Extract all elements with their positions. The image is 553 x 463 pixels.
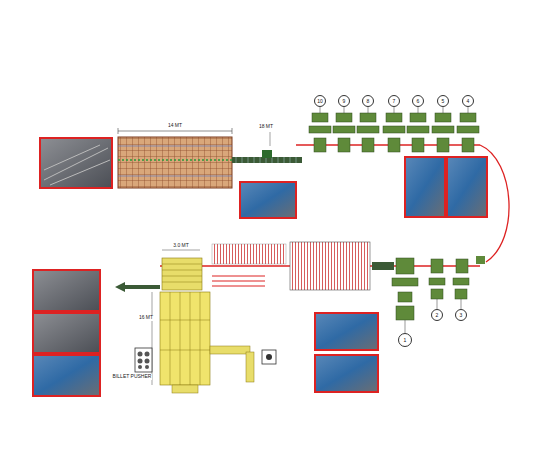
stand-number-circle: 2 — [431, 309, 443, 321]
callout-number: 4 — [467, 99, 470, 104]
stand-number-circle: 1 — [398, 333, 412, 347]
dimension-label: 3.0 MT — [172, 243, 190, 249]
callout-number: 2 — [436, 313, 439, 318]
callout-number: 6 — [417, 99, 420, 104]
stand-number-circle: 10 — [314, 95, 326, 107]
callout-number: 10 — [317, 99, 323, 104]
stand-number-circle: 8 — [362, 95, 374, 107]
dimension-label: 14 MT — [167, 123, 183, 129]
dimension-label: 16 MT — [138, 315, 154, 321]
callout-number: 5 — [442, 99, 445, 104]
stand-number-circle: 5 — [437, 95, 449, 107]
callout-number: 7 — [393, 99, 396, 104]
callout-number: 1 — [404, 338, 407, 343]
stand-number-circle: 6 — [412, 95, 424, 107]
callout-number: 3 — [460, 313, 463, 318]
stand-number-circle: 7 — [388, 95, 400, 107]
stand-number-circle: 9 — [338, 95, 350, 107]
callout-number: 9 — [343, 99, 346, 104]
stand-number-circle: 4 — [462, 95, 474, 107]
dimension-label: 18 MT — [258, 124, 274, 130]
stand-number-circle: 3 — [455, 309, 467, 321]
callout-number: 8 — [367, 99, 370, 104]
part-name: BILLET PUSHER — [112, 374, 153, 380]
